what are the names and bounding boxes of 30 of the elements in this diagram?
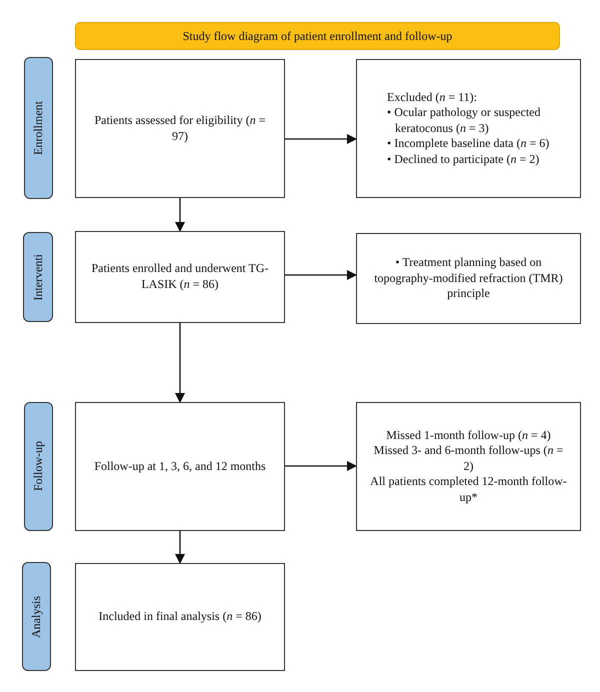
stage-label: Enrollment <box>24 57 53 199</box>
arrow <box>175 323 185 403</box>
box-text: All patients completed 12-month follow-up* <box>369 474 568 506</box>
process-box <box>75 59 285 198</box>
box-text: Patients assessed for eligibility (n = 97) <box>93 112 267 144</box>
process-box <box>75 231 285 323</box>
stage-label: Interventi <box>23 232 53 322</box>
box-text: Follow-up at 1, 3, 6, and 12 months <box>94 458 266 474</box>
process-box <box>356 59 581 198</box>
stage-label: Follow-up <box>24 402 53 531</box>
box-text: Patients enrolled and underwent TG-LASIK (n = 86) <box>90 261 270 293</box>
process-box <box>356 233 581 324</box>
box-text: Excluded (n = 11): <box>387 90 477 106</box>
title-banner: Study flow diagram of patient enrollment and follow-up <box>75 22 560 50</box>
box-text: • Declined to participate (n = 2) <box>387 152 540 168</box>
arrow <box>285 270 357 280</box>
arrow <box>285 461 357 471</box>
box-text: Included in final analysis (n = 86) <box>98 609 262 625</box>
box-text: • Treatment planning based on topography-modified refraction (TMR) principle <box>373 255 564 302</box>
arrow <box>175 198 185 232</box>
process-box <box>75 563 285 671</box>
box-text: Missed 3- and 6-month follow-ups (n = 2) <box>372 443 564 474</box>
arrow <box>285 134 357 144</box>
box-text: • Incomplete baseline data (n = 6) <box>387 136 550 152</box>
box-text: • Ocular pathology or suspected keratoconus (n = 3) <box>387 105 542 136</box>
process-box <box>75 402 285 531</box>
arrow <box>175 531 185 564</box>
box-text: Missed 1-month follow-up (n = 4) <box>386 428 551 444</box>
process-box <box>356 402 581 531</box>
stage-label: Analysis <box>22 562 51 671</box>
